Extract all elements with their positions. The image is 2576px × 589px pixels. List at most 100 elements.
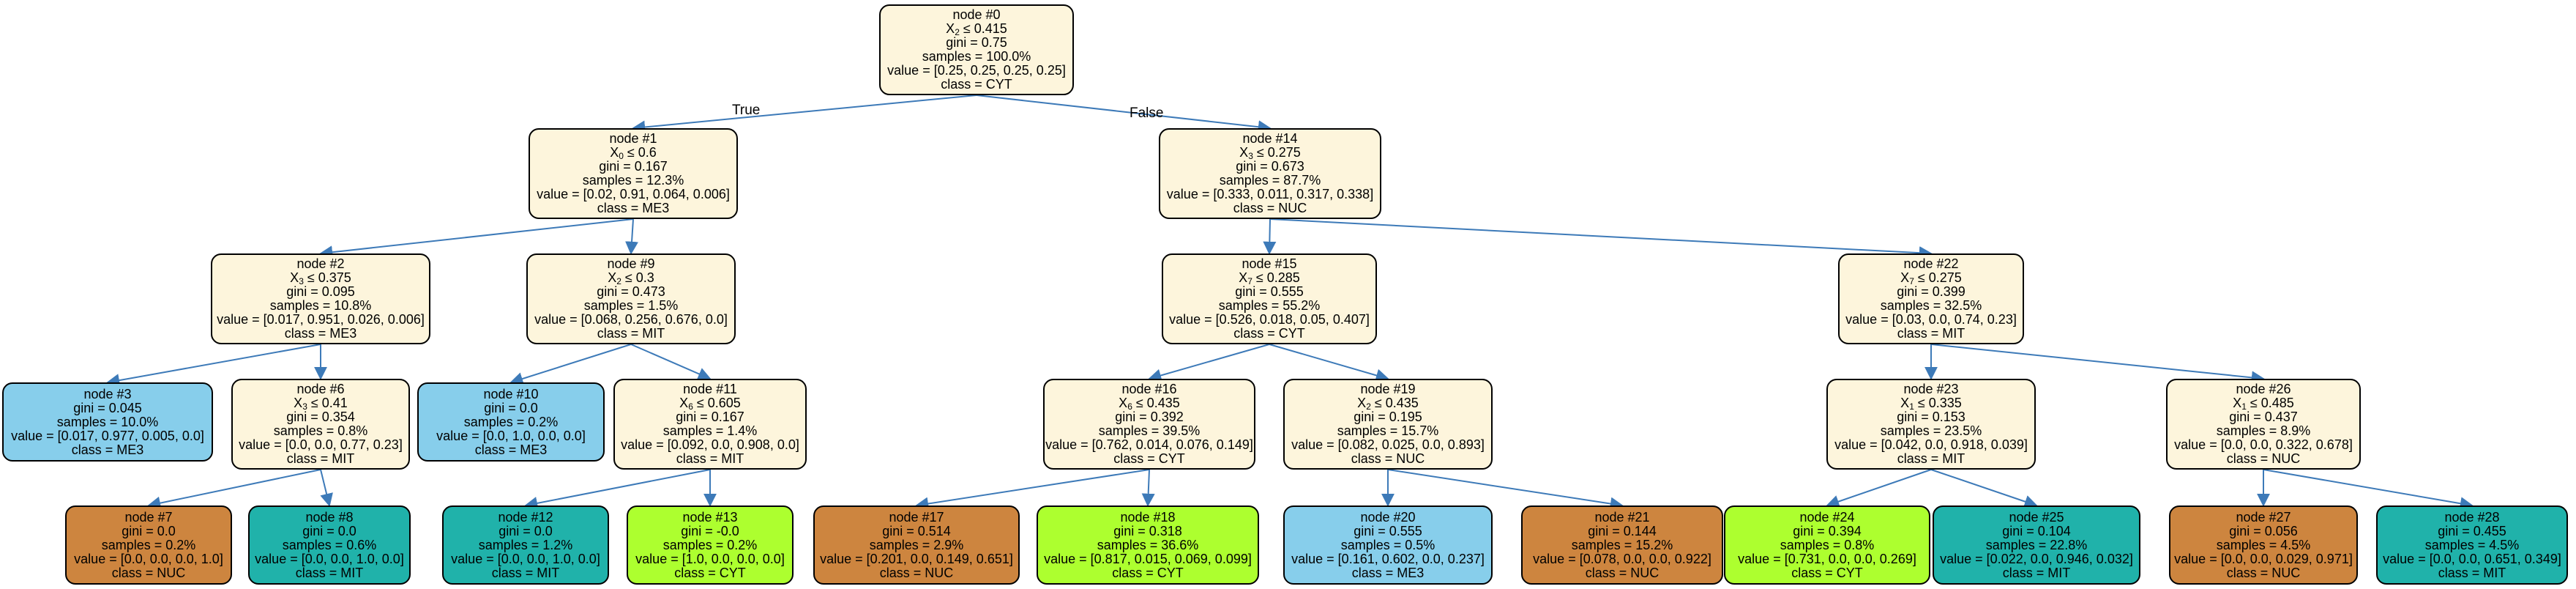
- split-threshold: 0.41: [321, 396, 348, 410]
- node-id: node #14: [1242, 131, 1298, 146]
- node-id: node #12: [498, 509, 553, 525]
- split-feature-index: 3: [302, 401, 307, 412]
- node-class: class = ME3: [1351, 565, 1425, 580]
- tree-edge: [2263, 469, 2474, 511]
- node-id: node #25: [2009, 509, 2064, 525]
- split-feature-index: 2: [1366, 401, 1371, 412]
- split-threshold: 0.435: [1146, 396, 1180, 410]
- node-id: node #18: [1120, 509, 1176, 525]
- tree-edge: [524, 469, 711, 510]
- split-feature-index: 2: [616, 276, 621, 286]
- node-samples: samples = 4.5%: [2424, 537, 2520, 552]
- node-id: node #16: [1121, 382, 1177, 396]
- false-edge-label: False: [1130, 105, 1164, 121]
- node-id: node #23: [1903, 382, 1959, 396]
- split-condition: X2 ≤ 0.3: [608, 270, 654, 286]
- node-class: class = MIT: [491, 565, 560, 580]
- node-value: value = [0.731, 0.0, 0.0, 0.269]: [1738, 551, 1916, 566]
- node-value: value = [0.333, 0.011, 0.317, 0.338]: [1166, 187, 1374, 201]
- node-class: class = ME3: [474, 442, 548, 457]
- split-condition: X0 ≤ 0.6: [610, 145, 657, 161]
- less-equal-symbol: ≤: [303, 270, 318, 285]
- node-value: value = [0.03, 0.0, 0.74, 0.23]: [1845, 312, 2017, 327]
- node-value: value = [1.0, 0.0, 0.0, 0.0]: [635, 551, 785, 566]
- split-threshold: 0.605: [707, 396, 741, 410]
- split-condition: X7 ≤ 0.285: [1239, 270, 1300, 286]
- node-gini: gini = 0.555: [1235, 284, 1304, 299]
- less-equal-symbol: ≤: [1914, 270, 1929, 285]
- node-samples: samples = 4.5%: [2216, 537, 2311, 552]
- node-id: node #13: [682, 509, 738, 525]
- node-class: class = NUC: [1351, 451, 1425, 466]
- split-feature: X: [1239, 145, 1249, 160]
- split-threshold: 0.275: [1267, 145, 1301, 160]
- tree-edge: [1148, 344, 1270, 382]
- node-value: value = [0.762, 0.014, 0.076, 0.149]: [1045, 437, 1253, 452]
- node-samples: samples = 12.3%: [582, 173, 684, 188]
- node-samples: samples = 100.0%: [922, 49, 1031, 64]
- split-feature: X: [1900, 396, 1910, 410]
- split-feature-index: 6: [688, 401, 693, 412]
- node-class: class = ME3: [597, 201, 670, 215]
- node-value: value = [0.017, 0.977, 0.005, 0.0]: [11, 428, 204, 443]
- node-samples: samples = 0.5%: [1340, 537, 1436, 552]
- node-samples: samples = 39.5%: [1098, 423, 1201, 438]
- node-class: class = MIT: [2002, 565, 2071, 580]
- node-gini: gini = 0.673: [1236, 159, 1304, 174]
- less-equal-symbol: ≤: [1252, 270, 1267, 285]
- split-feature: X: [679, 396, 689, 410]
- node-class: class = CYT: [1113, 451, 1185, 466]
- node-class: class = NUC: [1585, 565, 1660, 580]
- split-condition: X1 ≤ 0.485: [2233, 396, 2294, 412]
- node-gini: gini = 0.104: [2002, 523, 2071, 538]
- node-samples: samples = 23.5%: [1880, 423, 1982, 438]
- split-condition: X6 ≤ 0.435: [1119, 396, 1180, 412]
- split-condition: X2 ≤ 0.435: [1357, 396, 1419, 412]
- node-samples: samples = 0.6%: [282, 537, 377, 552]
- node-id: node #19: [1360, 382, 1416, 396]
- split-feature: X: [1119, 396, 1128, 410]
- tree-edge: [1141, 469, 1155, 507]
- node-id: node #3: [83, 386, 132, 401]
- tree-edge: [1826, 469, 1932, 508]
- tree-edge: [632, 95, 977, 134]
- split-feature-index: 3: [299, 276, 304, 286]
- node-value: value = [0.0, 0.0, 0.322, 0.678]: [2174, 437, 2353, 452]
- tree-edge: [509, 344, 632, 385]
- node-class: class = MIT: [295, 565, 364, 580]
- node-value: value = [0.068, 0.256, 0.676, 0.0]: [534, 312, 728, 327]
- node-id: node #2: [296, 256, 345, 271]
- node-value: value = [0.526, 0.018, 0.05, 0.407]: [1169, 312, 1370, 327]
- node-value: value = [0.817, 0.015, 0.069, 0.099]: [1044, 551, 1252, 566]
- node-class: class = NUC: [2226, 451, 2301, 466]
- split-condition: X3 ≤ 0.375: [290, 270, 351, 286]
- node-gini: gini = 0.0: [484, 400, 538, 415]
- split-feature-index: 1: [1909, 401, 1914, 412]
- node-value: value = [0.0, 0.0, 0.0, 1.0]: [74, 551, 223, 566]
- node-class: class = MIT: [597, 326, 665, 341]
- node-class: class = ME3: [71, 442, 144, 457]
- node-id: node #6: [296, 382, 345, 396]
- node-value: value = [0.042, 0.0, 0.918, 0.039]: [1834, 437, 2028, 452]
- less-equal-symbol: ≤: [623, 145, 638, 160]
- node-samples: samples = 0.2%: [101, 537, 196, 552]
- tree-edge: [320, 469, 333, 507]
- split-feature: X: [1357, 396, 1367, 410]
- node-gini: gini = 0.0: [302, 523, 356, 538]
- less-equal-symbol: ≤: [621, 270, 636, 285]
- split-condition: X6 ≤ 0.605: [679, 396, 741, 412]
- less-equal-symbol: ≤: [307, 396, 322, 410]
- node-value: value = [0.0, 0.0, 0.651, 0.349]: [2383, 551, 2561, 566]
- node-class: class = NUC: [1233, 201, 1307, 215]
- node-class: class = MIT: [2438, 565, 2506, 580]
- node-samples: samples = 87.7%: [1219, 173, 1321, 188]
- node-class: class = MIT: [676, 451, 744, 466]
- split-feature-index: 2: [955, 27, 960, 37]
